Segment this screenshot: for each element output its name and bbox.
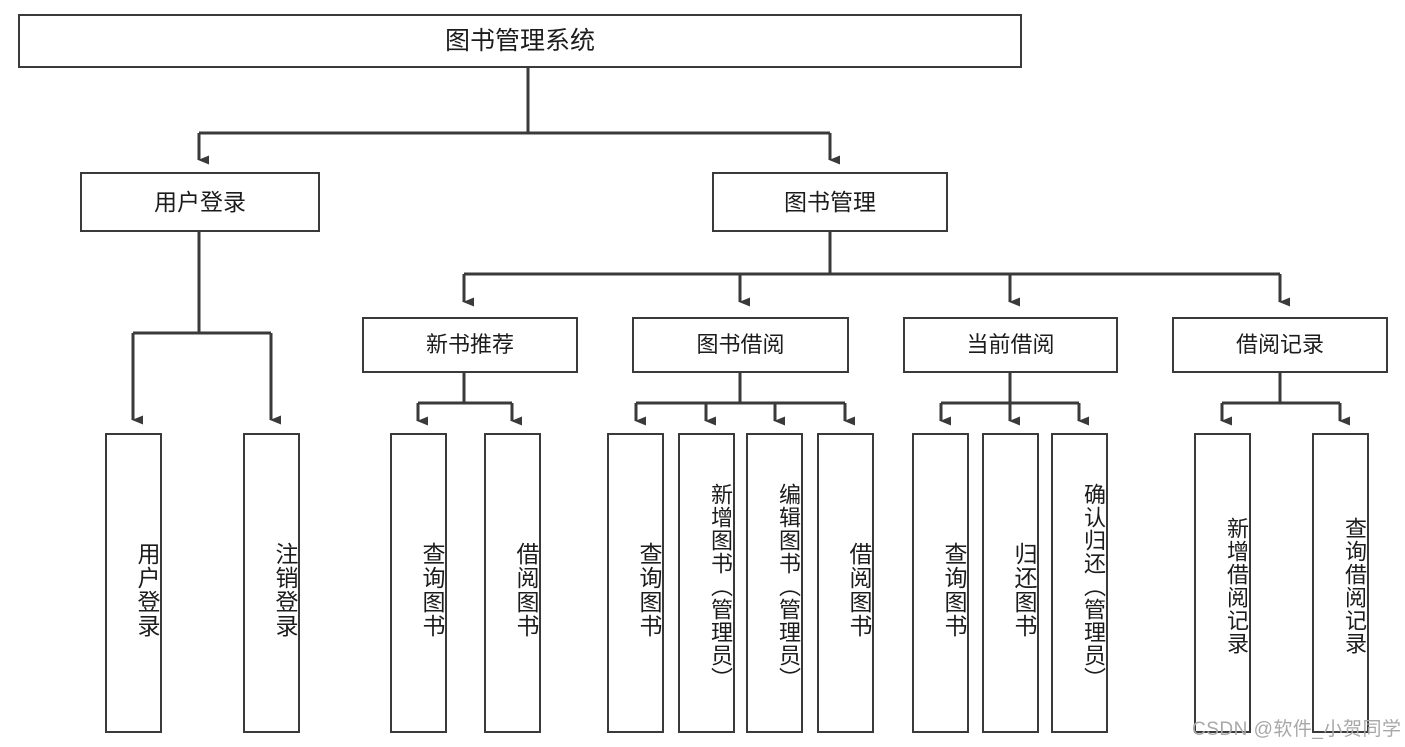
node-leaf-query-record[interactable]: 查询借阅记录 — [1312, 433, 1369, 733]
node-current-borrow[interactable]: 当前借阅 — [903, 317, 1118, 373]
node-leaf-logout-login[interactable]: 注销登录 — [243, 433, 300, 733]
node-leaf-query-book-3[interactable]: 查询图书 — [912, 433, 969, 733]
node-leaf-return-book[interactable]: 归还图书 — [982, 433, 1039, 733]
node-leaf-query-book-1[interactable]: 查询图书 — [390, 433, 447, 733]
node-leaf-borrow-book-1[interactable]: 借阅图书 — [484, 433, 541, 733]
node-root[interactable]: 图书管理系统 — [18, 14, 1022, 68]
node-leaf-add-book[interactable]: 新增图书（管理员） — [678, 433, 735, 733]
node-leaf-add-record[interactable]: 新增借阅记录 — [1194, 433, 1251, 733]
node-book-borrow[interactable]: 图书借阅 — [632, 317, 849, 373]
csdn-watermark: CSDN @软件_小贺同学 — [1192, 719, 1402, 740]
node-new-book-recommend[interactable]: 新书推荐 — [362, 317, 578, 373]
node-leaf-edit-book[interactable]: 编辑图书（管理员） — [746, 433, 803, 733]
node-leaf-confirm-return[interactable]: 确认归还（管理员） — [1051, 433, 1108, 733]
node-book-manage[interactable]: 图书管理 — [712, 172, 948, 232]
node-leaf-user-login[interactable]: 用户登录 — [105, 433, 162, 733]
node-borrow-record[interactable]: 借阅记录 — [1172, 317, 1388, 373]
node-user-login[interactable]: 用户登录 — [80, 172, 320, 232]
node-leaf-borrow-book-2[interactable]: 借阅图书 — [817, 433, 874, 733]
node-leaf-query-book-2[interactable]: 查询图书 — [607, 433, 664, 733]
